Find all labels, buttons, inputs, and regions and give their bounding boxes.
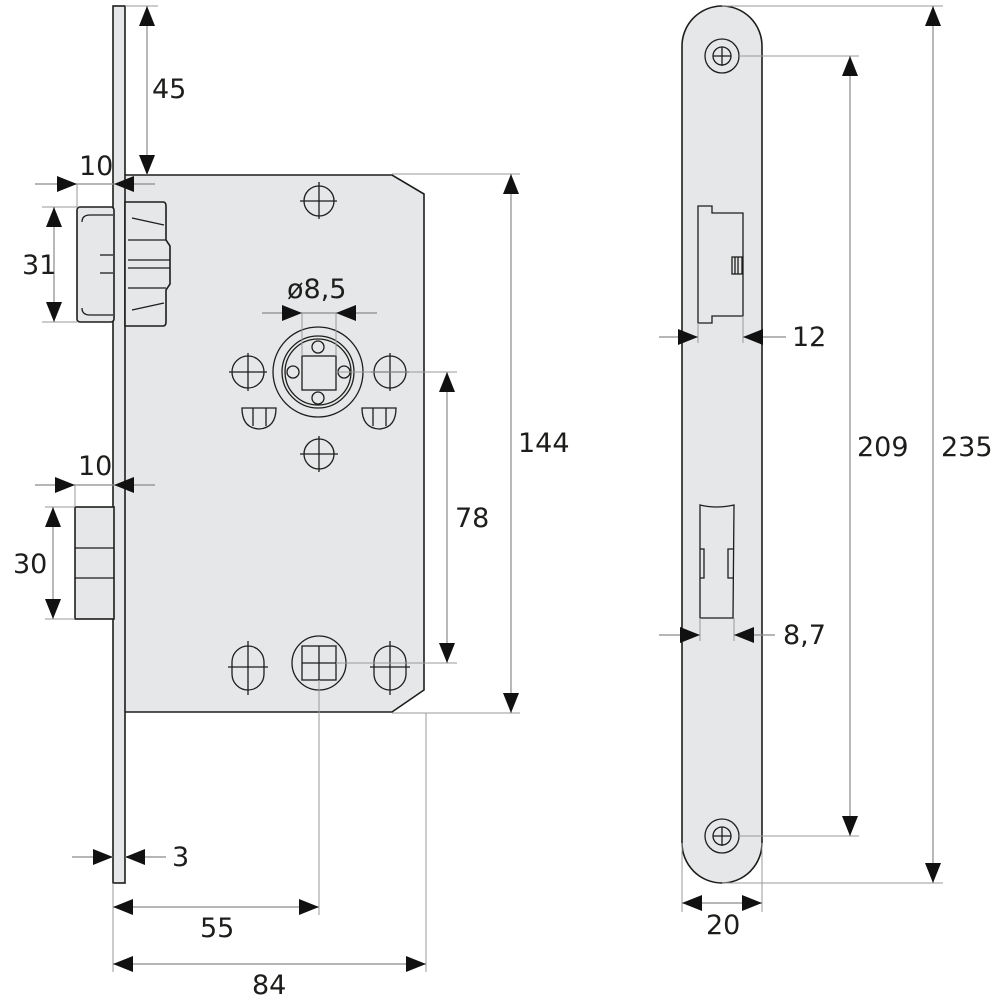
dimension-label-bolt-height: 30 [13, 549, 47, 580]
side-view: 45 10 31 ø8,5 [13, 5, 570, 1000]
half-moon-cutout-right [361, 407, 397, 430]
dimension-spindle-diameter: ø8,5 [262, 274, 377, 356]
dimension-faceplate-width: 20 [681, 843, 763, 941]
dimension-spindle-to-keyhole: 78 [336, 371, 489, 664]
faceplate-front [681, 5, 763, 884]
dimension-latch-projection: 10 [35, 151, 155, 207]
oval-hole-right [370, 641, 410, 695]
dimension-faceplate-length: 235 [722, 5, 993, 884]
dimension-label-bolt-opening-width: 8,7 [783, 620, 826, 651]
dimension-label-bolt-projection: 10 [78, 451, 112, 482]
dimension-label-case-height: 144 [518, 428, 570, 459]
dimension-label-latch-opening-width: 12 [792, 322, 826, 353]
dimension-backset: 55 [112, 680, 320, 972]
dimension-label-backset: 55 [200, 913, 234, 944]
dimension-label-latch-height: 31 [22, 250, 56, 281]
bolt-opening [699, 504, 735, 619]
dimension-label-faceplate-width: 20 [706, 910, 740, 941]
dead-bolt [74, 506, 115, 620]
oval-hole-left [228, 641, 268, 695]
dimension-label-faceplate-thickness: 3 [172, 842, 189, 873]
dimension-bolt-opening-width: 8,7 [659, 618, 826, 651]
dimension-top-offset: 45 [125, 5, 186, 175]
screw-hole-middle [300, 436, 338, 472]
dimension-label-latch-projection: 10 [79, 151, 113, 182]
screw-hole-top [300, 182, 337, 219]
dimension-screw-hole-spacing: 209 [739, 55, 909, 837]
dimension-case-height: 144 [392, 173, 570, 714]
dimension-latch-opening-width: 12 [659, 316, 826, 353]
dimension-case-depth: 84 [113, 713, 427, 1000]
dimension-bolt-height: 30 [13, 506, 75, 620]
dimension-label-faceplate-length: 235 [941, 432, 993, 463]
half-moon-cutout-left [241, 407, 277, 430]
dimension-faceplate-thickness: 3 [72, 842, 189, 873]
dimension-label-spindle-diameter: ø8,5 [287, 274, 346, 305]
dimension-bolt-projection: 10 [35, 451, 155, 507]
latch-bolt [76, 201, 171, 327]
dimension-label-spindle-to-keyhole: 78 [455, 503, 489, 534]
faceplate-side [112, 5, 126, 884]
faceplate-front-view: 12 8,7 209 235 [659, 5, 993, 941]
dimension-latch-height: 31 [22, 206, 77, 323]
dimension-label-top-offset: 45 [152, 74, 186, 105]
dimension-label-case-depth: 84 [252, 970, 286, 1000]
mounting-hole-left [229, 353, 267, 391]
dimension-label-screw-hole-spacing: 209 [857, 432, 909, 463]
